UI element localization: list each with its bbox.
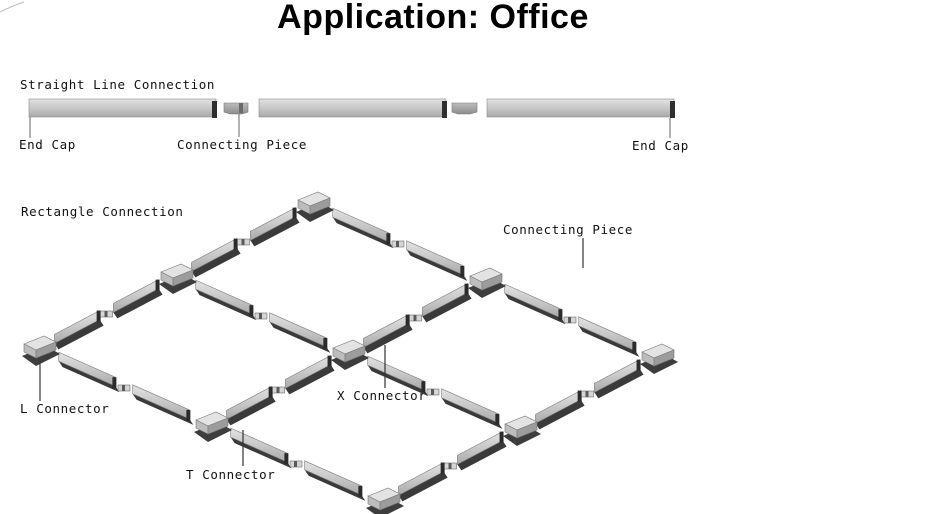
end-cap-right-label: End Cap: [632, 138, 689, 153]
track-segment: [367, 355, 429, 397]
connecting-piece: [391, 240, 405, 248]
track-segment: [54, 310, 104, 350]
track-segment: [332, 207, 394, 249]
track-segment: [28, 98, 217, 118]
corner-mark: [0, 1, 25, 13]
straight-connecting-piece-label: Connecting Piece: [177, 137, 308, 152]
track-segment: [422, 283, 472, 323]
connecting-piece: [272, 386, 285, 394]
track-segment: [285, 355, 335, 395]
track-segment: [535, 390, 585, 430]
x-connector-label: X Connector: [337, 388, 427, 403]
track-segment: [441, 388, 503, 429]
connecting-piece: [426, 388, 440, 396]
t-connector: [503, 415, 541, 446]
l-connector: [640, 343, 678, 374]
track-segment: [195, 279, 257, 321]
track-segment: [398, 462, 448, 502]
track-segment: [132, 384, 194, 425]
connecting-piece: [117, 384, 131, 392]
rectangle-heading: Rectangle Connection: [21, 204, 184, 219]
track-segment: [113, 279, 163, 319]
track-segment: [578, 316, 640, 357]
track-segment: [486, 98, 675, 118]
track-segment: [226, 386, 276, 426]
track-segment: [504, 283, 566, 325]
connecting-piece: [100, 310, 113, 318]
track-segment: [363, 314, 413, 354]
track-segment: [269, 312, 331, 353]
connecting-piece: [223, 102, 249, 115]
connecting-piece: [451, 102, 478, 115]
page-title: Application: Office: [277, 0, 589, 36]
connecting-piece: [237, 238, 250, 246]
track-segment: [58, 351, 120, 393]
track-segment: [304, 460, 366, 501]
track-segment: [457, 431, 507, 471]
l-connector-label: L Connector: [20, 401, 110, 416]
connecting-piece: [563, 316, 577, 324]
t-connector: [159, 263, 197, 294]
track-segment: [594, 359, 644, 399]
connecting-piece: [254, 312, 268, 320]
track-segment: [191, 238, 241, 278]
track-segment: [230, 427, 292, 469]
t-connector-label: T Connector: [186, 467, 276, 482]
x-connector: [331, 339, 369, 370]
connecting-piece: [409, 314, 422, 322]
l-connector: [22, 335, 60, 366]
track-segment: [250, 207, 300, 247]
connecting-piece: [289, 460, 303, 468]
rectangle-connecting-piece-label: Connecting Piece: [503, 222, 634, 237]
track-segment: [406, 240, 468, 281]
t-connector: [468, 267, 506, 298]
end-cap-left-label: End Cap: [19, 137, 76, 152]
t-connector: [194, 411, 232, 442]
connecting-piece: [444, 462, 457, 470]
rectangle-connection-assembly: [22, 191, 678, 514]
l-connector: [366, 487, 404, 514]
l-connector: [296, 191, 334, 222]
straight-line-assembly: [28, 98, 675, 138]
straight-line-heading: Straight Line Connection: [20, 77, 216, 92]
track-segment: [258, 98, 447, 118]
connecting-piece: [581, 390, 594, 398]
